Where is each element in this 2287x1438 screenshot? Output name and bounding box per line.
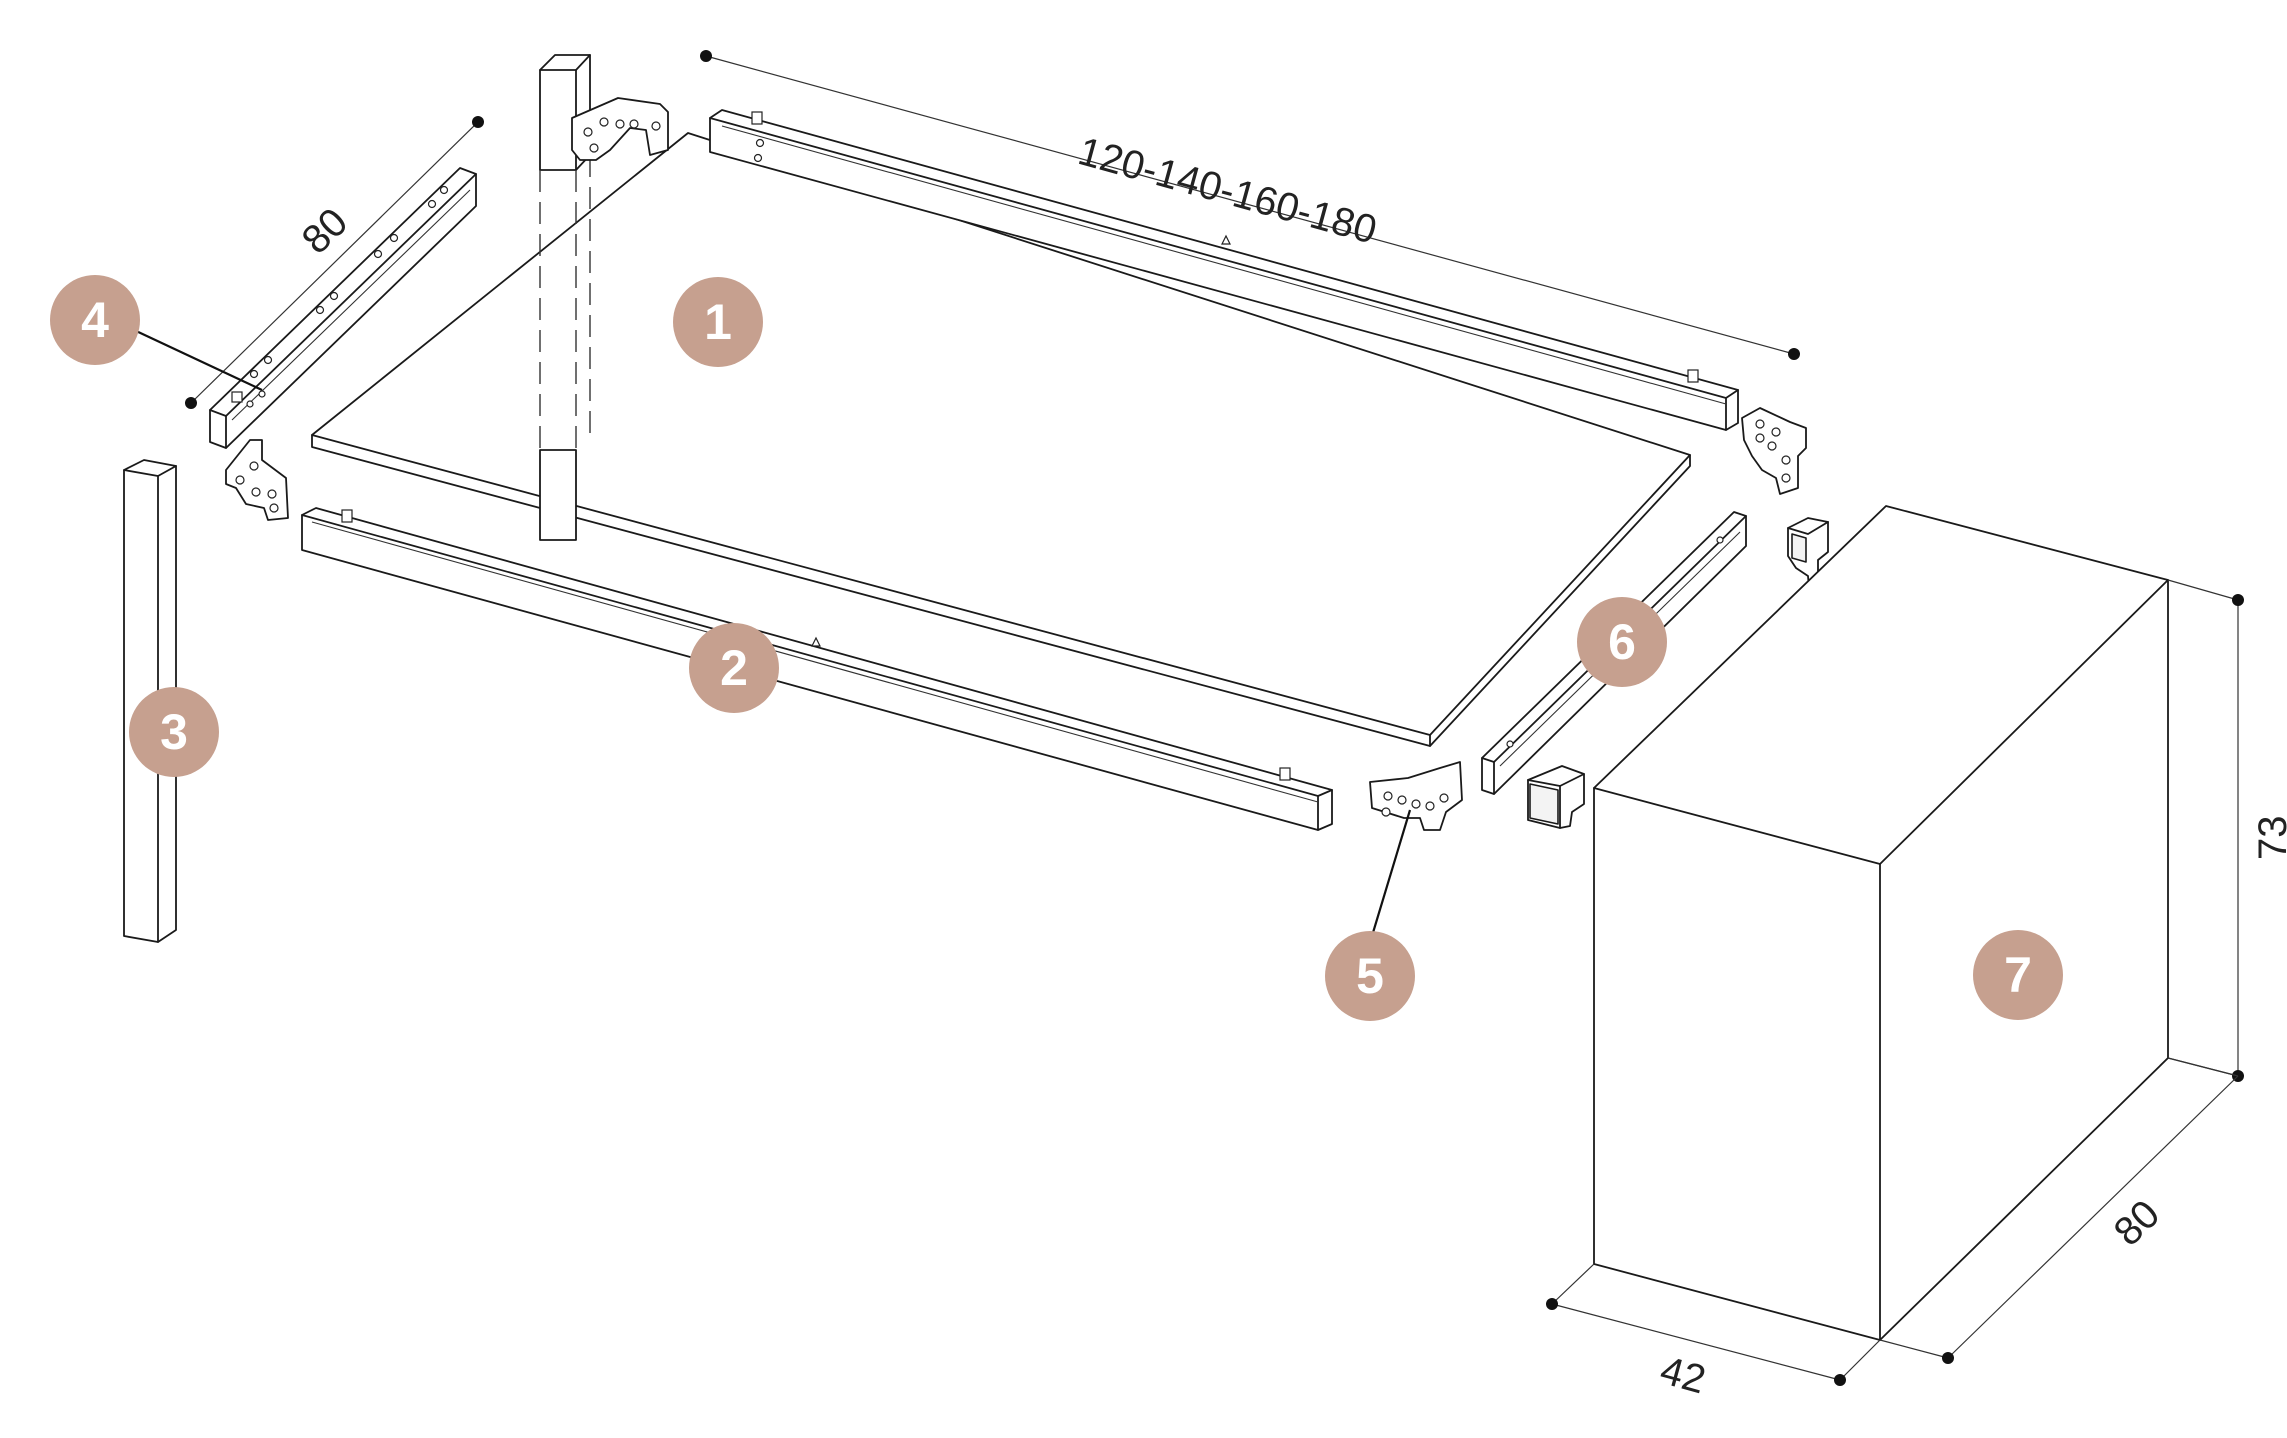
corner-bracket-front-right: [1369, 761, 1463, 831]
dimension-cabinet-width-label: 42: [1656, 1348, 1711, 1402]
dimension-height-label: 73: [2251, 816, 2287, 861]
corner-bracket-back-right: [1741, 407, 1807, 495]
cabinet-clip-front: [1527, 765, 1585, 829]
svg-text:1: 1: [704, 294, 732, 350]
svg-text:2: 2: [720, 640, 748, 696]
svg-text:4: 4: [81, 292, 109, 348]
cabinet: [1593, 505, 2169, 1341]
leader-5: [1370, 809, 1412, 937]
svg-text:6: 6: [1608, 614, 1636, 670]
badge-3: 3: [129, 687, 219, 777]
leader-4: [133, 329, 263, 391]
dimension-top-width-label: 80: [294, 200, 357, 263]
badge-2: 2: [689, 623, 779, 713]
table-top: [311, 132, 1691, 747]
svg-text:7: 7: [2004, 947, 2032, 1003]
badge-4: 4: [50, 275, 140, 365]
svg-text:5: 5: [1356, 948, 1384, 1004]
dimension-cabinet-depth-label: 80: [2106, 1192, 2169, 1255]
dimension-height: 73: [2167, 579, 2287, 1082]
long-rail-front: [301, 507, 1333, 831]
badge-5: 5: [1325, 931, 1415, 1021]
short-rail: [209, 167, 477, 449]
svg-text:3: 3: [160, 704, 188, 760]
badge-6: 6: [1577, 597, 1667, 687]
long-rail-back: [709, 109, 1739, 431]
corner-bracket-back-left: [571, 97, 669, 161]
corner-bracket-front-left: [225, 439, 289, 521]
badge-1: 1: [673, 277, 763, 367]
badge-7: 7: [1973, 930, 2063, 1020]
